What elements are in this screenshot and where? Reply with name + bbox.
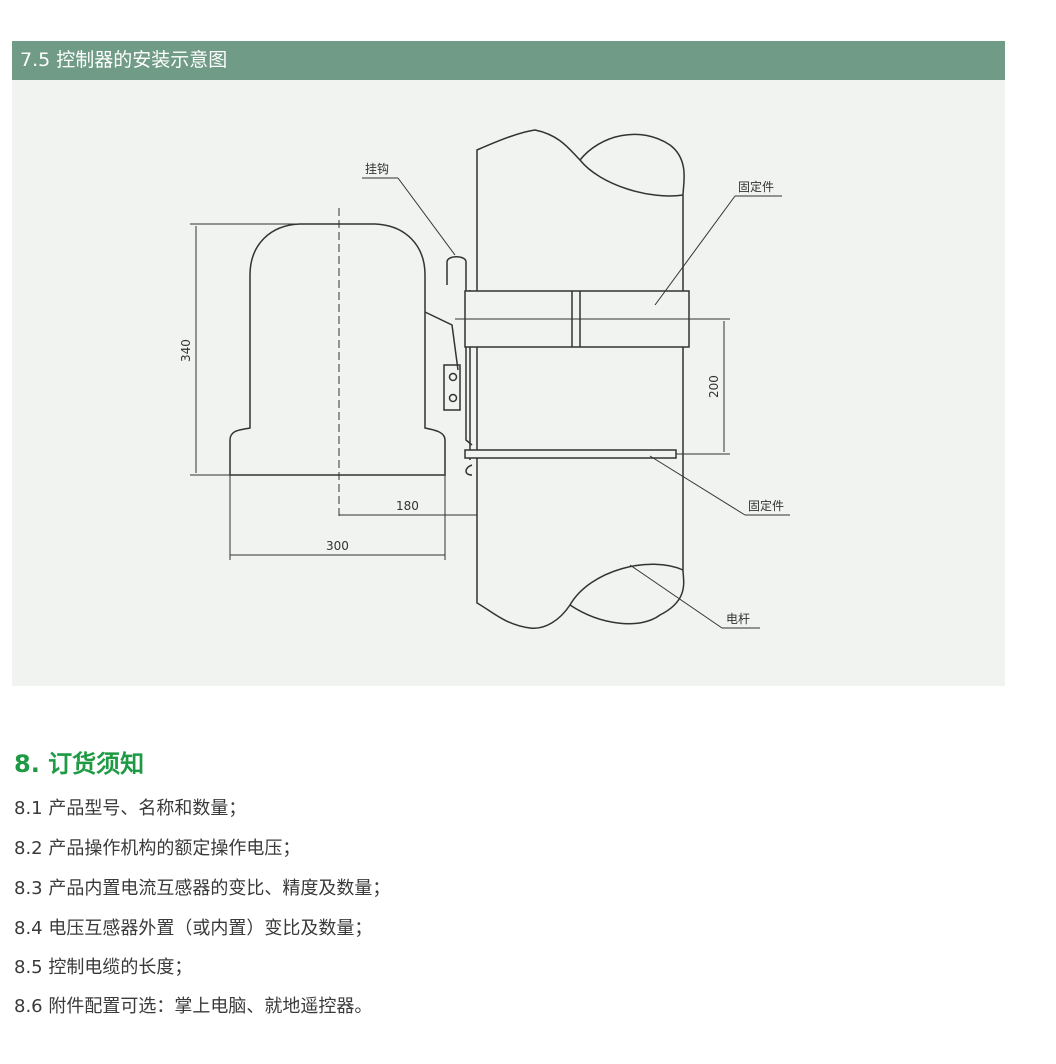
label-pole: 电杆 [726,612,750,626]
ordering-title: 8. 订货须知 [14,750,145,778]
ordering-item: 8.3 产品内置电流互感器的变比、精度及数量； [14,878,391,899]
ordering-item: 8.1 产品型号、名称和数量； [14,798,247,819]
ordering-item: 8.4 电压互感器外置（或内置）变比及数量； [14,918,373,939]
label-hook: 挂钩 [365,162,389,176]
label-fixture-bottom: 固定件 [748,498,784,513]
lower-band [464,449,677,459]
pole-outline [476,129,685,629]
ordering-item: 8.5 控制电缆的长度； [14,957,193,978]
dim-offset: 180 [396,499,419,513]
dim-height: 340 [179,339,193,362]
installation-diagram: 挂钩 固定件 固定件 电杆 340 200 180 300 [179,129,790,629]
ordering-item: 8.6 附件配置可选：掌上电脑、就地遥控器。 [14,996,373,1017]
dim-width: 300 [326,539,349,553]
ordering-item: 8.2 产品操作机构的额定操作电压； [14,838,301,859]
dim-band-spacing: 200 [707,375,721,398]
controller-body [229,223,446,476]
section-header: 7.5 控制器的安装示意图 [12,41,1005,80]
label-fixture-top: 固定件 [738,179,774,194]
